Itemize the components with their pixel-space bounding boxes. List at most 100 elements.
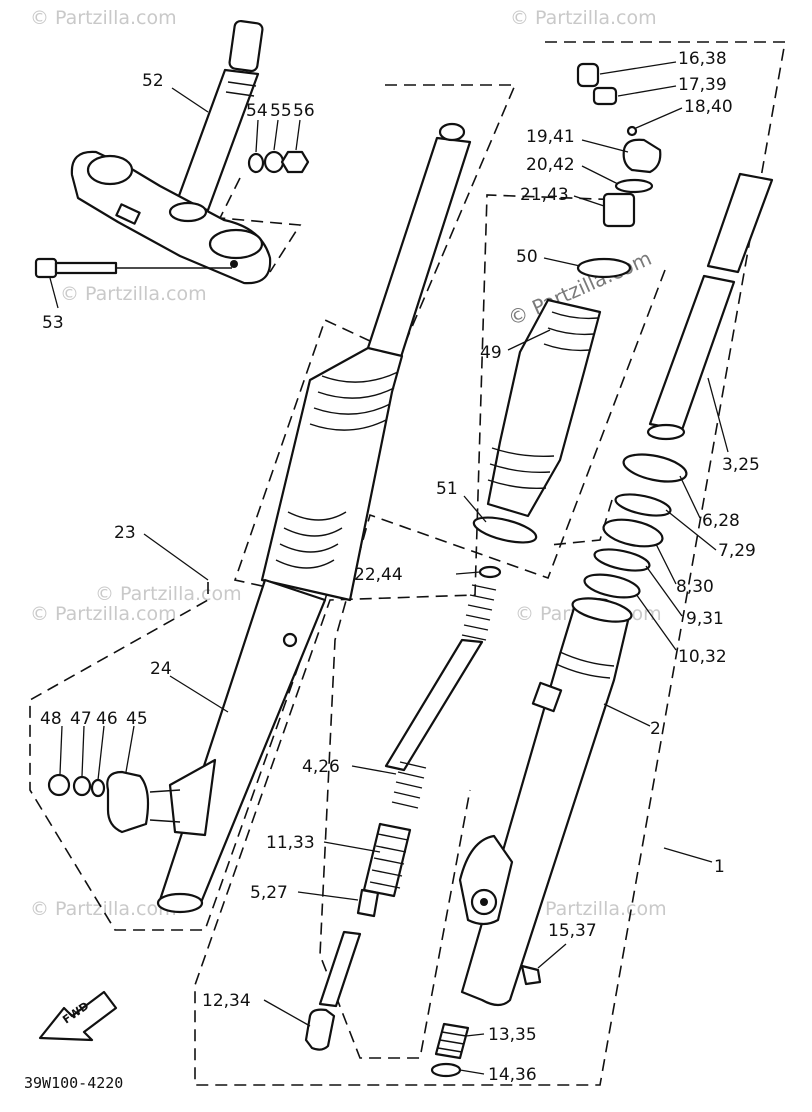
watermark-lower-left: © Partzilla.com — [30, 898, 177, 920]
callout-3-25: 3,25 — [722, 455, 760, 475]
callout-50: 50 — [516, 247, 538, 267]
callout-51: 51 — [436, 479, 458, 499]
nut-56 — [280, 150, 310, 174]
bolt-shank — [54, 261, 118, 275]
callout-46: 46 — [96, 709, 118, 729]
dust-seal-6 — [622, 453, 688, 483]
callout-55: 55 — [270, 101, 292, 121]
outline-damper-group — [549, 499, 613, 546]
outer-slider-left — [158, 578, 327, 907]
lower-bracket-right-hole — [208, 228, 264, 260]
callout-48: 48 — [40, 709, 62, 729]
air-valve-cap — [438, 122, 466, 142]
washer-54 — [247, 152, 265, 174]
right-inner-tube-assembly — [583, 172, 774, 599]
oil-seal-8 — [602, 518, 664, 548]
damper-rod-5 — [356, 888, 380, 918]
callout-8-30: 8,30 — [676, 577, 714, 597]
callout-7-29: 7,29 — [718, 541, 756, 561]
callout-14-36: 14,36 — [488, 1065, 537, 1085]
left-inner-tube-assembly — [260, 122, 472, 602]
right-boot-assembly — [472, 257, 632, 544]
callout-15-37: 15,37 — [548, 921, 597, 941]
watermark-top-left: © Partzilla.com — [30, 7, 177, 29]
fwd-arrow-icon: FWD — [38, 990, 118, 1042]
callout-4-26: 4,26 — [302, 757, 340, 777]
callout-12-34: 12,34 — [202, 991, 251, 1011]
callout-45: 45 — [126, 709, 148, 729]
fork-boot-left — [260, 346, 404, 602]
bracket-tab — [531, 681, 563, 713]
watermark-left-inner: © Partzilla.com — [95, 583, 242, 605]
callout-49: 49 — [480, 343, 502, 363]
callout-10-32: 10,32 — [678, 647, 727, 667]
outer-slider-right — [460, 597, 632, 1007]
outline-triple-clamp-group — [218, 177, 302, 273]
callout-13-35: 13,35 — [488, 1025, 537, 1045]
callout-2: 2 — [650, 719, 661, 739]
callout-17-39: 17,39 — [678, 75, 727, 95]
callout-54: 54 — [246, 101, 268, 121]
air-valve-17 — [592, 86, 618, 106]
inner-tube-upper — [706, 172, 774, 274]
callout-20-42: 20,42 — [526, 155, 575, 175]
lower-bracket-left-hole — [86, 154, 134, 186]
washer-55 — [263, 150, 285, 174]
right-outer-tube-2 — [430, 597, 633, 1078]
inner-tube-3 — [648, 274, 736, 432]
callout-6-28: 6,28 — [702, 511, 740, 531]
pinch-bolt-53 — [34, 257, 232, 279]
cap-bolt-19 — [622, 138, 662, 174]
stem-shaft — [174, 68, 260, 212]
bolt-head — [34, 257, 58, 279]
damper-piston — [318, 930, 362, 1008]
axle-holder-45 — [106, 770, 150, 834]
callout-1: 1 — [714, 857, 725, 877]
callout-23: 23 — [114, 523, 136, 543]
bushing-10 — [583, 573, 641, 599]
diagram-code: 39W100-4220 — [24, 1074, 123, 1092]
drain-bolt-13 — [434, 1022, 470, 1060]
stem-collar — [168, 201, 208, 223]
inner-tube-left — [364, 136, 472, 362]
washer-9 — [593, 548, 651, 572]
watermark-mid-left: © Partzilla.com — [30, 603, 177, 625]
gasket-14 — [430, 1062, 462, 1078]
callout-56: 56 — [293, 101, 315, 121]
callout-16-38: 16,38 — [678, 49, 727, 69]
nut-48 — [47, 773, 71, 797]
callout-24: 24 — [150, 659, 172, 679]
top-cap-assembly — [576, 62, 662, 228]
axle-lug — [168, 758, 217, 837]
left-outer-tube-24 — [156, 578, 327, 914]
fork-spring-rod — [384, 638, 484, 772]
bolt-15 — [520, 964, 542, 986]
callout-9-31: 9,31 — [686, 609, 724, 629]
outline-boot-group — [319, 269, 666, 1059]
leader-lines — [49, 61, 729, 1075]
stem-top-thread — [228, 19, 264, 73]
callout-11-33: 11,33 — [266, 833, 315, 853]
callout-22-44: 22,44 — [354, 565, 403, 585]
callout-47: 47 — [70, 709, 92, 729]
callout-labels: 52 54 55 56 53 16,38 17,39 18,40 19,41 2… — [40, 49, 760, 1085]
spacer-21 — [602, 192, 636, 228]
outline-bracket-group — [29, 582, 321, 931]
callout-52: 52 — [142, 71, 164, 91]
steering-stem-assembly — [70, 19, 272, 285]
air-valve-cap-16 — [576, 62, 600, 88]
callout-5-27: 5,27 — [250, 883, 288, 903]
watermark-top-right: © Partzilla.com — [510, 7, 657, 29]
washer-47 — [72, 775, 92, 797]
damper-assembly — [304, 565, 502, 1051]
callout-18-40: 18,40 — [684, 97, 733, 117]
outline-outer-tube-group — [194, 41, 786, 1086]
stem-hardware — [247, 150, 310, 174]
watermark-upper-left: © Partzilla.com — [60, 283, 207, 305]
o-ring-20 — [614, 178, 654, 194]
callout-21-43: 21,43 — [520, 185, 569, 205]
boot-clamp-50 — [576, 257, 632, 279]
washer-46 — [90, 778, 106, 798]
